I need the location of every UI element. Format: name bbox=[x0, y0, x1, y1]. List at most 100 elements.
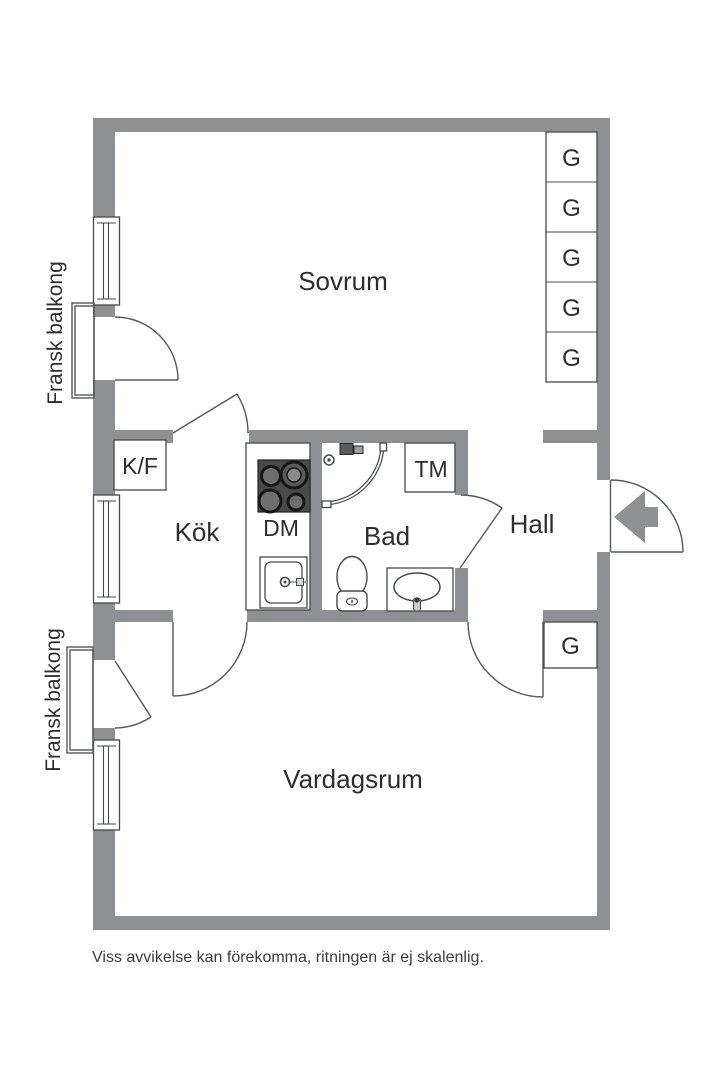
wall-bath-hall-lower bbox=[455, 568, 468, 622]
balcony-rail-inner bbox=[74, 305, 95, 396]
burner-inner bbox=[286, 467, 302, 483]
door-swing-arc bbox=[236, 393, 249, 434]
hall-label: Hall bbox=[510, 509, 555, 539]
wall-left-4 bbox=[93, 603, 115, 660]
door-kitchen-living bbox=[172, 621, 248, 697]
wardrobe-label: G bbox=[561, 633, 580, 660]
french-balcony-label-upper: Fransk balkong bbox=[44, 261, 67, 405]
toilet-button-dot bbox=[350, 600, 354, 603]
washbasin bbox=[386, 567, 454, 612]
window-glazing bbox=[102, 500, 110, 598]
burner bbox=[257, 488, 283, 514]
wardrobe-label: G bbox=[562, 345, 581, 372]
window-glazing bbox=[102, 745, 110, 825]
door-hall-living bbox=[467, 621, 544, 698]
shower-glass-outer bbox=[328, 449, 385, 506]
door-swing-arc bbox=[114, 716, 152, 729]
window-bedroom bbox=[92, 216, 121, 306]
burner bbox=[260, 465, 282, 487]
burner bbox=[286, 492, 306, 512]
balcony-rail-inner bbox=[69, 649, 94, 751]
window-frame bbox=[92, 494, 121, 604]
bathroom-label: Bad bbox=[364, 521, 410, 551]
door-swing-arc bbox=[467, 621, 544, 698]
fridge-freezer-label: K/F bbox=[122, 453, 158, 479]
wardrobe-hall: G bbox=[543, 621, 598, 669]
door-swing-arc bbox=[460, 494, 503, 509]
wall-right-lower bbox=[597, 552, 610, 930]
door-leaf bbox=[114, 660, 152, 718]
washing-machine-box bbox=[404, 442, 456, 493]
fridge-freezer: K/F bbox=[113, 439, 167, 491]
shower-door-end bbox=[379, 442, 388, 452]
wall-bath-living bbox=[247, 610, 468, 622]
wardrobe-label: G bbox=[562, 145, 581, 172]
wardrobe-column-bedroom: G G G G G bbox=[545, 131, 598, 383]
wardrobe-label: G bbox=[562, 195, 581, 222]
washing-machine-label: TM bbox=[414, 456, 447, 482]
balcony-door-living bbox=[114, 660, 152, 729]
wardrobe-label: G bbox=[562, 245, 581, 272]
balcony-rail-outer bbox=[66, 646, 94, 754]
dishwasher-label: DM bbox=[263, 515, 299, 541]
faucet-dot bbox=[283, 580, 287, 584]
french-balcony-rail-lower bbox=[66, 646, 94, 754]
shower-handle-icon bbox=[353, 445, 364, 454]
disclaimer-text: Viss avvikelse kan förekomma, ritningen … bbox=[92, 949, 484, 966]
shower-mixer-icon bbox=[339, 443, 354, 455]
door-bathroom bbox=[459, 494, 503, 569]
door-leaf bbox=[172, 393, 238, 434]
wall-kitchen-living bbox=[115, 610, 173, 622]
window-frame bbox=[92, 216, 121, 306]
washing-machine: TM bbox=[404, 442, 456, 493]
toilet bbox=[336, 555, 368, 612]
door-swing-arc bbox=[610, 479, 684, 553]
wall-kitchen-bath bbox=[310, 430, 322, 622]
kitchen-counter: DM bbox=[245, 442, 311, 611]
shower-glass-inner bbox=[328, 449, 382, 503]
kitchen-sink bbox=[259, 556, 308, 609]
window-glazing bbox=[102, 222, 110, 300]
shower-door-end bbox=[321, 500, 332, 509]
stove bbox=[257, 459, 311, 514]
door-bedroom-kitchen bbox=[172, 393, 249, 434]
french-balcony-label-lower: Fransk balkong bbox=[42, 628, 65, 772]
wall-top bbox=[93, 118, 610, 132]
bedroom-label: Sovrum bbox=[298, 266, 388, 296]
basin-faucet-dot bbox=[414, 597, 420, 603]
window-frame bbox=[92, 739, 121, 831]
living-room-label: Vardagsrum bbox=[283, 764, 423, 794]
interior-walls bbox=[115, 430, 597, 622]
shower-drain-dot bbox=[327, 458, 331, 462]
wall-right-upper bbox=[597, 118, 610, 480]
entrance-door bbox=[609, 479, 684, 553]
wardrobe-box bbox=[545, 131, 598, 383]
wall-hall-living bbox=[543, 610, 597, 622]
wall-left-2 bbox=[93, 305, 115, 317]
balcony-door-bedroom bbox=[114, 316, 179, 381]
window-living-room bbox=[92, 739, 121, 831]
shower bbox=[321, 442, 388, 509]
wall-bottom bbox=[93, 916, 610, 930]
wall-left-6 bbox=[93, 830, 115, 930]
door-swing-arc bbox=[114, 316, 179, 381]
wardrobe-box bbox=[543, 621, 598, 669]
door-leaf bbox=[459, 507, 503, 569]
exterior-walls bbox=[93, 118, 610, 930]
wardrobe-label: G bbox=[562, 295, 581, 322]
door-swing-arc bbox=[172, 621, 248, 697]
french-balcony-rail-upper bbox=[71, 302, 95, 399]
faucet-base bbox=[296, 578, 304, 586]
wall-bedroom-hall bbox=[543, 430, 597, 443]
wall-bath-hall-upper bbox=[455, 430, 468, 495]
basin-bowl bbox=[393, 572, 441, 602]
entrance-arrow-icon bbox=[614, 491, 658, 543]
window-kitchen bbox=[92, 494, 121, 604]
wall-left-5 bbox=[93, 728, 115, 740]
wall-left-1 bbox=[93, 118, 115, 217]
wall-left-3 bbox=[93, 380, 115, 495]
kitchen-label: Kök bbox=[175, 517, 221, 547]
fridge-freezer-box bbox=[113, 439, 167, 491]
